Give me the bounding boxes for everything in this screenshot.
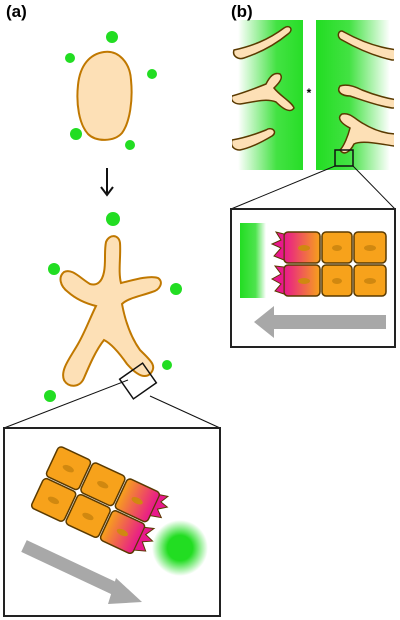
zoom-box (118, 362, 158, 400)
panel-label-b: (b) (231, 2, 253, 21)
inset-a-content (30, 446, 170, 555)
signal-dot (106, 31, 118, 43)
signal-dot (125, 140, 135, 150)
inset-b-content (240, 223, 387, 298)
leading-edge-protrusions (133, 526, 156, 552)
signal-dot (70, 128, 82, 140)
panel-label-a: (a) (6, 2, 27, 21)
signal-dot (147, 69, 157, 79)
signal-dot (48, 263, 60, 275)
signal-dot (65, 53, 75, 63)
zoom-line (230, 165, 336, 210)
initial-bud (76, 50, 133, 141)
branch (232, 25, 292, 60)
branch (232, 127, 276, 151)
leading-edge-protrusions (270, 231, 285, 261)
branch (338, 112, 394, 154)
leading-edge-protrusions (270, 265, 285, 295)
signal-dot (106, 212, 120, 226)
panel-a (3, 31, 221, 617)
migration-arrow-icon (254, 306, 386, 338)
branch (337, 30, 394, 61)
leading-edge-protrusions (149, 494, 170, 519)
branch (232, 72, 295, 112)
panel-b: * (230, 20, 396, 348)
signal-source (152, 520, 208, 576)
branched-epithelium (59, 235, 162, 387)
branch (338, 84, 394, 109)
signal-dot (170, 283, 182, 295)
migration-arrow-icon (21, 540, 142, 604)
signal-dot (162, 360, 172, 370)
zoom-line (149, 395, 221, 429)
center-marker: * (307, 86, 312, 100)
signal-dot (44, 390, 56, 402)
zoom-line (352, 165, 396, 210)
zoom-line (3, 379, 129, 429)
down-arrow-icon (100, 168, 114, 197)
signal-band (240, 223, 266, 298)
zoom-box (334, 149, 354, 167)
